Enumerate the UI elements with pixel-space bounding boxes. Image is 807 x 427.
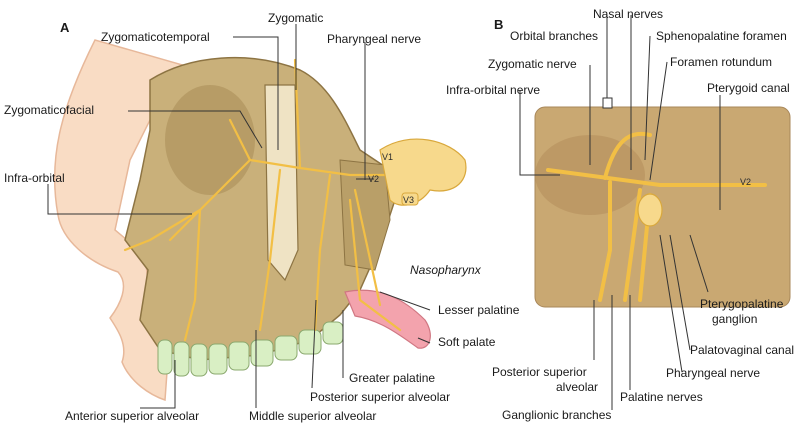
- label-foramen-rotundum: Foramen rotundum: [670, 56, 772, 69]
- label-ganglionic-branches: Ganglionic branches: [502, 409, 611, 422]
- label-greater-palatine: Greater palatine: [349, 372, 435, 385]
- label-pharyngeal-nerve-a: Pharyngeal nerve: [327, 33, 421, 46]
- soft-palate-shape: [345, 290, 430, 348]
- label-orbital-branches: Orbital branches: [510, 30, 598, 43]
- label-v2-b: V2: [740, 177, 751, 187]
- label-nasopharynx: Nasopharynx: [410, 264, 481, 277]
- label-pterygopalatine-ganglion-line1: Pterygopalatine: [700, 298, 783, 311]
- label-zygomaticofacial: Zygomaticofacial: [4, 104, 94, 117]
- trigeminal-ganglion: [380, 139, 466, 205]
- label-sphenopalatine-foramen: Sphenopalatine foramen: [656, 30, 787, 43]
- label-infra-orbital: Infra-orbital: [4, 172, 65, 185]
- label-v1: V1: [382, 152, 393, 162]
- label-v2-a: V2: [368, 174, 379, 184]
- label-nasal-nerves: Nasal nerves: [593, 8, 663, 21]
- label-palatine-nerves: Palatine nerves: [620, 391, 703, 404]
- label-posterior-superior-alveolar-b-line2: alveolar: [556, 381, 598, 394]
- label-posterior-superior-alveolar-a: Posterior superior alveolar: [310, 391, 450, 404]
- label-infra-orbital-nerve: Infra-orbital nerve: [446, 84, 540, 97]
- label-middle-superior-alveolar: Middle superior alveolar: [249, 410, 376, 423]
- label-posterior-superior-alveolar-b-line1: Posterior superior: [492, 366, 587, 379]
- label-zygomatic: Zygomatic: [268, 12, 323, 25]
- label-soft-palate: Soft palate: [438, 336, 495, 349]
- label-pterygoid-canal: Pterygoid canal: [707, 82, 790, 95]
- label-zygomaticotemporal: Zygomaticotemporal: [101, 31, 210, 44]
- label-anterior-superior-alveolar: Anterior superior alveolar: [65, 410, 199, 423]
- panel-label-a: A: [60, 20, 69, 35]
- label-palatovaginal-canal: Palatovaginal canal: [690, 344, 794, 357]
- panel-label-b: B: [494, 17, 503, 32]
- label-v3: V3: [403, 195, 414, 205]
- label-pharyngeal-nerve-b: Pharyngeal nerve: [666, 367, 760, 380]
- label-lesser-palatine: Lesser palatine: [438, 304, 519, 317]
- label-zygomatic-nerve: Zygomatic nerve: [488, 58, 577, 71]
- label-pterygopalatine-ganglion-line2: ganglion: [712, 313, 757, 326]
- pterygopalatine-ganglion-shape: [638, 194, 662, 226]
- pterygopalatine-fossa-bg: [535, 107, 790, 307]
